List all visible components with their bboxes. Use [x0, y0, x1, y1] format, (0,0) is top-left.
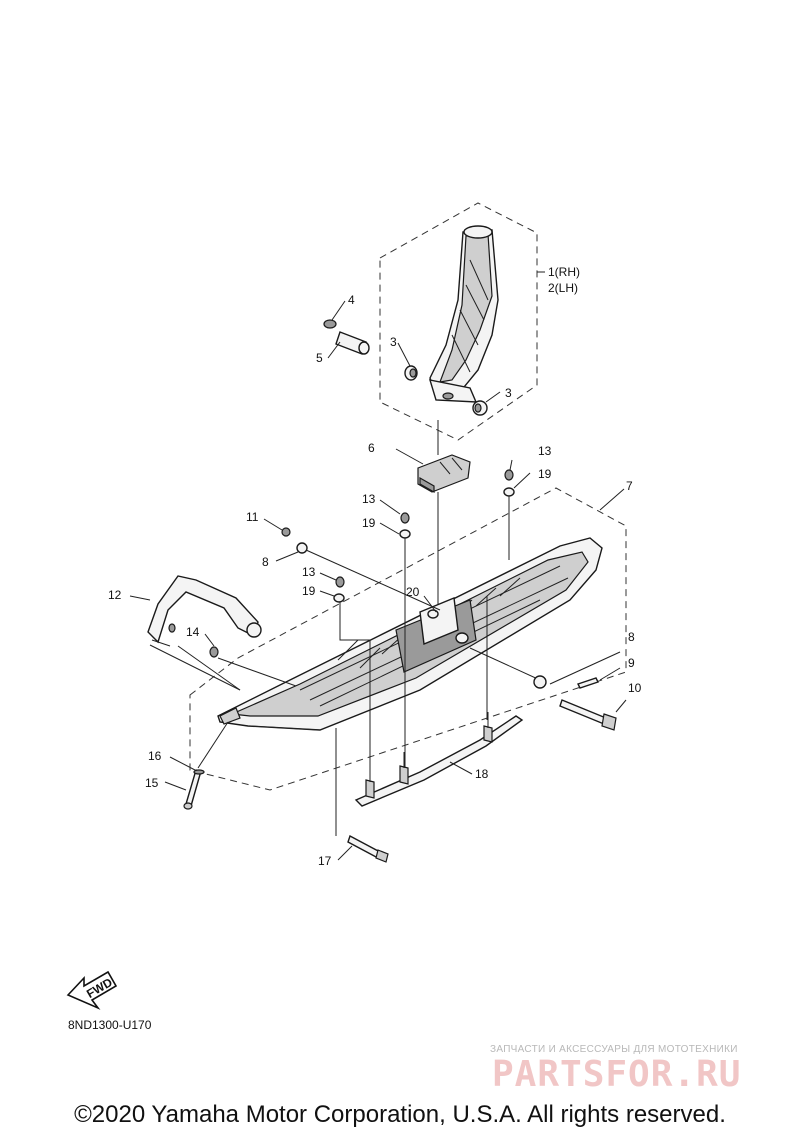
- watermark-tagline: ЗАПЧАСТИ И АКСЕССУАРЫ ДЛЯ МОТОТЕХНИКИ: [490, 1044, 738, 1055]
- nut-14b: [168, 623, 176, 633]
- nut-13-left: [335, 576, 345, 588]
- callout-6: 6: [368, 441, 375, 455]
- copyright-notice: ©2020 Yamaha Motor Corporation, U.S.A. A…: [74, 1101, 726, 1128]
- callout-14: 14: [186, 625, 200, 639]
- callout-13-right: 13: [538, 444, 552, 458]
- callout-19-right: 19: [538, 467, 552, 481]
- callout-12: 12: [108, 588, 122, 602]
- callout-3-upper: 3: [390, 335, 397, 349]
- watermark-logo: PARTSFOR.RU: [492, 1054, 742, 1095]
- washer-8-right: [533, 675, 547, 689]
- washer-16: [193, 769, 205, 775]
- callout-10: 10: [628, 681, 642, 695]
- diagram-code: 8ND1300-U170: [68, 1018, 152, 1032]
- callout-4: 4: [348, 293, 355, 307]
- callout-17: 17: [318, 854, 332, 868]
- collar-3-lower: [472, 400, 488, 416]
- bolt-10: [559, 699, 617, 731]
- ski-body: [217, 537, 603, 731]
- fwd-arrow-icon: FWD: [66, 970, 118, 1010]
- callout-8-left: 8: [262, 555, 269, 569]
- washer-8-left: [296, 542, 308, 554]
- callout-7: 7: [626, 479, 633, 493]
- ski-group-outline: [189, 487, 627, 791]
- callout-13-left: 13: [302, 565, 316, 579]
- callout-20: 20: [406, 585, 420, 599]
- ski-spindle: [428, 225, 499, 403]
- collar-3-upper: [404, 365, 418, 381]
- ski-runner: [354, 712, 524, 807]
- callout-13-center: 13: [362, 492, 376, 506]
- callout-8-right: 8: [628, 630, 635, 644]
- nut-13-right: [504, 469, 514, 481]
- bolt-15: [183, 769, 202, 810]
- spindle-group-outline: [379, 202, 538, 441]
- bolt-17: [347, 834, 389, 863]
- callout-19-center: 19: [362, 516, 376, 530]
- bushing-4: [323, 319, 337, 329]
- callout-2: 2(LH): [548, 281, 578, 295]
- callout-3-lower: 3: [505, 386, 512, 400]
- ski-handle: [147, 575, 262, 647]
- callout-9: 9: [628, 656, 635, 670]
- washer-19-left: [333, 593, 345, 603]
- nut-14: [209, 646, 219, 658]
- callout-15: 15: [145, 776, 159, 790]
- callout-5: 5: [316, 351, 323, 365]
- cotter-pin-9: [577, 677, 599, 689]
- callout-11: 11: [246, 510, 259, 524]
- callout-16: 16: [148, 749, 162, 763]
- callout-18: 18: [475, 767, 489, 781]
- callout-19-left: 19: [302, 584, 316, 598]
- collar-shaft-5: [335, 331, 370, 355]
- nut-11: [281, 527, 291, 537]
- washer-19-center: [399, 529, 411, 539]
- damper-6: [417, 454, 471, 494]
- washer-19-right: [503, 487, 515, 497]
- callout-1: 1(RH): [548, 265, 580, 279]
- nut-13-center: [400, 512, 410, 524]
